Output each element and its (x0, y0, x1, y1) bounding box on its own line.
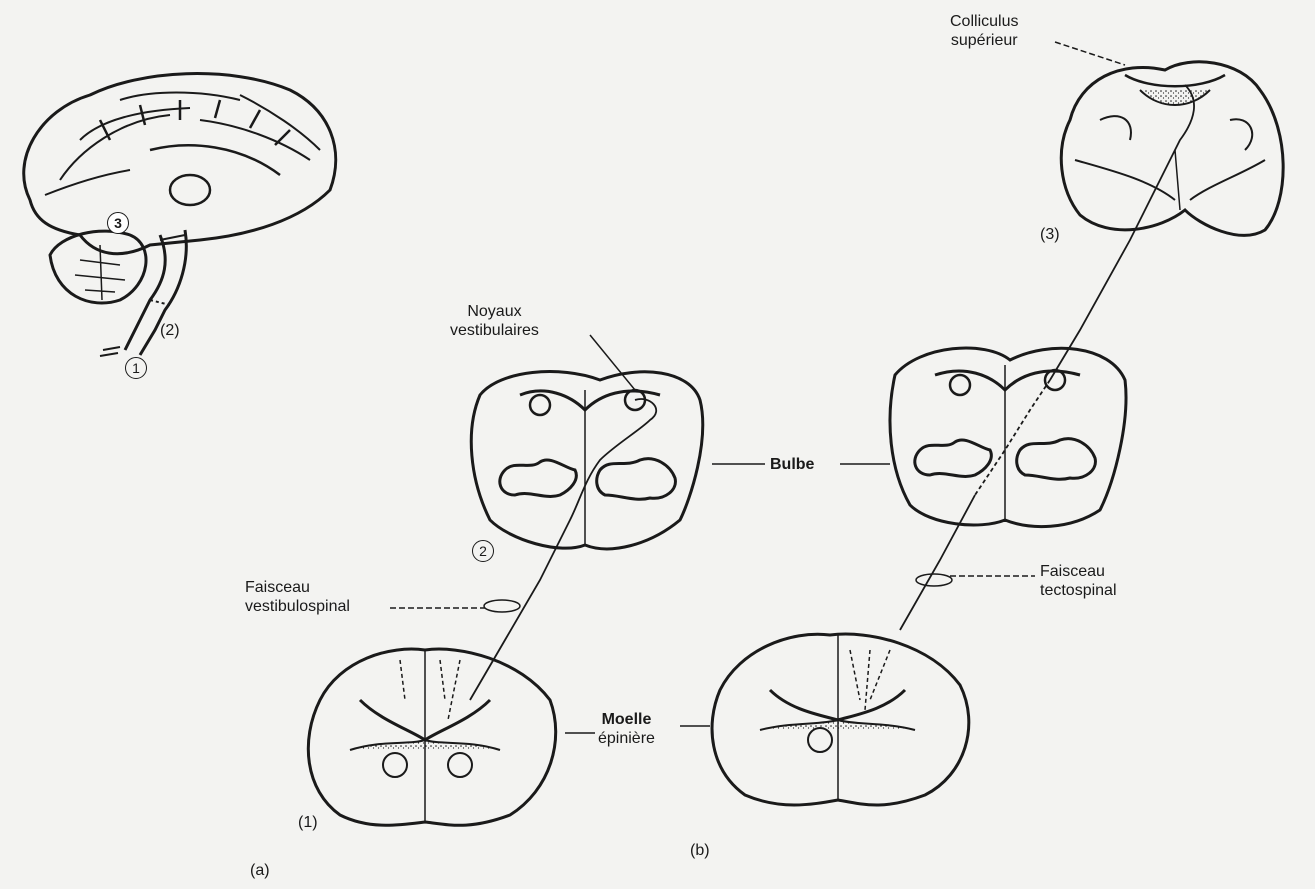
label-level-three: (3) (1040, 226, 1060, 244)
label-panel-b: (b) (690, 842, 710, 860)
label-noyaux-vestibulaires: Noyaux vestibulaires (450, 302, 539, 340)
label-colliculus-line1: Colliculus (950, 12, 1018, 31)
label-moelle-epiniere: Moelle épinière (598, 710, 655, 748)
colliculus-section-drawing (1061, 62, 1283, 236)
label-faisceau-tect-line2: tectospinal (1040, 581, 1117, 600)
label-faisceau-vestibulospinal: Faisceau vestibulospinal (245, 578, 350, 616)
brain-marker-two: (2) (160, 322, 180, 340)
label-faisceau-tectospinal: Faisceau tectospinal (1040, 562, 1117, 600)
label-faisceau-vest-line2: vestibulospinal (245, 597, 350, 616)
moelle-right-section-drawing (712, 634, 969, 805)
bulbe-left-section-drawing (471, 372, 702, 549)
brain-sagittal-drawing (24, 74, 336, 356)
bulbe-right-section-drawing (890, 348, 1126, 527)
label-moelle-line2: épinière (598, 729, 655, 748)
moelle-left-section-drawing (308, 649, 555, 825)
label-faisceau-vest-line1: Faisceau (245, 578, 350, 597)
leader-lines (390, 42, 1125, 733)
tectospinal-pathway (900, 85, 1194, 630)
label-colliculus-superieur: Colliculus supérieur (950, 12, 1018, 50)
brain-marker-one: 1 (125, 357, 147, 379)
label-panel-a: (a) (250, 862, 270, 880)
label-noyaux-line2: vestibulaires (450, 321, 539, 340)
label-level-two-circled: 2 (472, 540, 494, 562)
label-bulbe: Bulbe (770, 455, 814, 474)
label-faisceau-tect-line1: Faisceau (1040, 562, 1117, 581)
label-colliculus-line2: supérieur (950, 31, 1018, 50)
label-level-one: (1) (298, 814, 318, 832)
brain-marker-three: 3 (107, 212, 129, 234)
label-noyaux-line1: Noyaux (450, 302, 539, 321)
label-moelle-line1: Moelle (598, 710, 655, 729)
